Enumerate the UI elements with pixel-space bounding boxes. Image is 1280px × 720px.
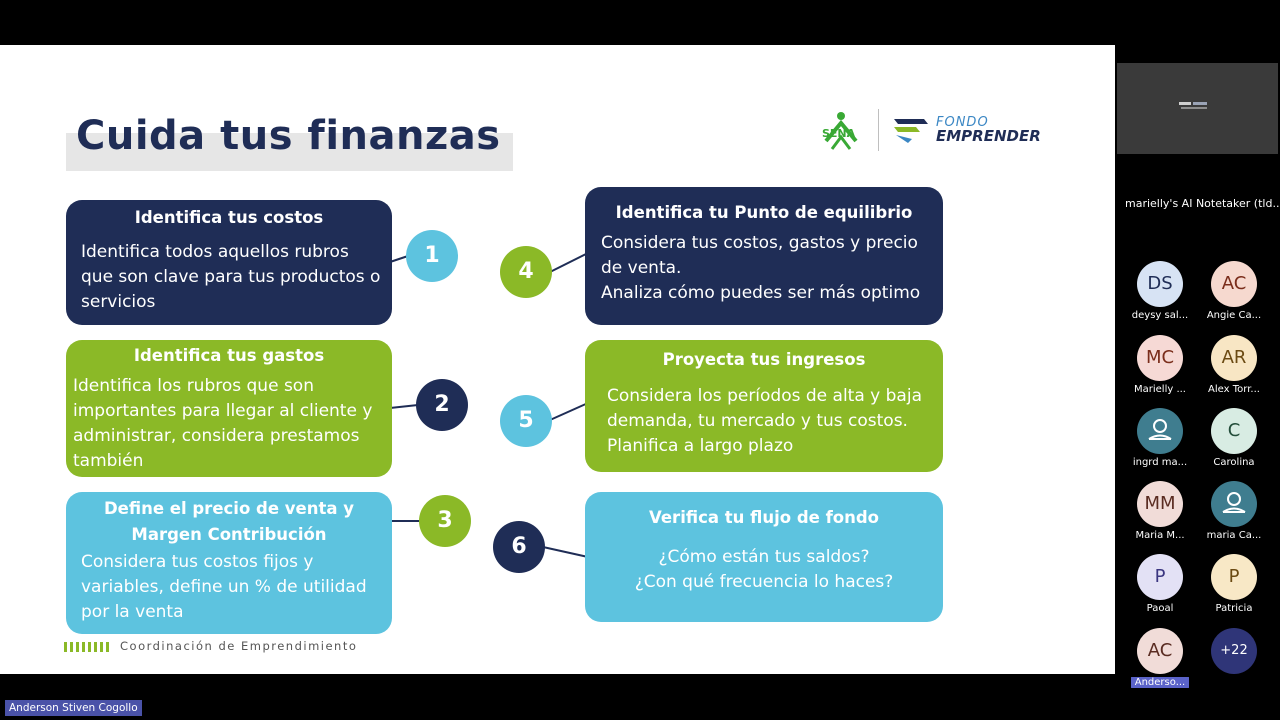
participant-tile[interactable]: P Patricia <box>1204 554 1264 614</box>
avatar: AR <box>1211 335 1257 381</box>
participant-tile[interactable]: AR Alex Torr... <box>1204 335 1264 395</box>
active-speaker-label: Anderson Stiven Cogollo <box>5 700 142 716</box>
card-body: Considera tus costos fijos y variables, … <box>81 552 367 622</box>
notetaker-tile-label: marielly's AI Notetaker (tld... <box>1125 197 1280 210</box>
participant-name: maria Ca... <box>1206 530 1262 541</box>
logo-divider <box>878 109 879 151</box>
participant-name: Carolina <box>1213 457 1255 468</box>
sena-logo-icon <box>824 112 858 150</box>
avatar: AC <box>1211 261 1257 307</box>
participant-tile[interactable]: DS deysy sal... <box>1130 261 1190 321</box>
avatar: P <box>1211 554 1257 600</box>
step-badge-3: 3 <box>419 495 471 547</box>
step-badge-6: 6 <box>493 521 545 573</box>
avatar: P <box>1137 554 1183 600</box>
step-badge-2: 2 <box>416 379 468 431</box>
card-punto-equilibrio: Identifica tu Punto de equilibrio Consid… <box>585 187 943 325</box>
participant-name: Maria M... <box>1135 530 1185 541</box>
participant-name: Marielly ... <box>1134 384 1186 395</box>
step-badge-4: 4 <box>500 246 552 298</box>
card-body: Identifica todos aquellos rubros que son… <box>81 242 381 312</box>
avatar: DS <box>1137 261 1183 307</box>
card-costos: Identifica tus costos Identifica todos a… <box>66 200 392 325</box>
card-title: Identifica tus gastos <box>133 346 325 365</box>
slide-title: Cuida tus finanzas <box>76 113 501 159</box>
participant-tile[interactable]: P Paoal <box>1130 554 1190 614</box>
card-title: Proyecta tus ingresos <box>662 350 866 369</box>
participant-name: deysy sal... <box>1131 310 1189 321</box>
step-badge-1: 1 <box>406 230 458 282</box>
step-badge-5: 5 <box>500 395 552 447</box>
card-body: ¿Cómo están tus saldos? ¿Con qué frecuen… <box>634 547 894 592</box>
emprender-logo-text: EMPRENDER <box>936 127 1041 145</box>
logos: SENA FONDO EMPRENDER <box>818 107 1058 153</box>
participant-name: Patricia <box>1215 603 1253 614</box>
avatar <box>1137 408 1183 454</box>
card-body: Identifica los rubros que son importante… <box>73 376 373 471</box>
card-gastos: Identifica tus gastos Identifica los rub… <box>66 340 392 477</box>
participant-panel: marielly's AI Notetaker (tld... DS deysy… <box>1115 0 1280 720</box>
sena-logo-text: SENA <box>822 127 856 140</box>
participant-name: Anderso... <box>1130 677 1190 688</box>
participant-tile[interactable]: C Carolina <box>1204 408 1264 468</box>
fondo-emprender-logo-icon <box>894 119 928 143</box>
footer-bars-icon <box>64 642 109 652</box>
connector-lines <box>389 252 589 558</box>
screen-share-thumbnail[interactable] <box>1117 63 1278 154</box>
card-flujo-fondo: Verifica tu flujo de fondo ¿Cómo están t… <box>585 492 943 622</box>
fondo-logo-text: FONDO <box>936 115 989 130</box>
avatar: AC <box>1137 628 1183 674</box>
slide-footer: Coordinación de Emprendimiento <box>120 639 358 653</box>
avatar <box>1211 481 1257 527</box>
participant-tile[interactable]: maria Ca... <box>1204 481 1264 541</box>
card-title: Identifica tus costos <box>134 208 324 227</box>
person-icon <box>1222 492 1246 513</box>
participant-tile[interactable]: MM Maria M... <box>1130 481 1190 541</box>
avatar: MM <box>1137 481 1183 527</box>
participant-name: ingrd ma... <box>1132 457 1188 468</box>
more-participants-button[interactable]: +22 <box>1204 628 1264 674</box>
participant-tile[interactable]: ingrd ma... <box>1130 408 1190 468</box>
card-precio: Define el precio de venta y Margen Contr… <box>66 492 392 634</box>
participant-name: Alex Torr... <box>1208 384 1260 395</box>
title-highlight <box>66 133 513 171</box>
avatar: MC <box>1137 335 1183 381</box>
card-body: Considera los períodos de alta y baja de… <box>607 386 922 456</box>
person-icon <box>1148 419 1172 440</box>
participant-name: Paoal <box>1146 603 1174 614</box>
card-ingresos: Proyecta tus ingresos Considera los perí… <box>585 340 943 472</box>
screen-share-preview-icon <box>1179 102 1207 109</box>
card-title: Verifica tu flujo de fondo <box>649 508 879 527</box>
shared-slide: Cuida tus finanzas SENA FONDO EMPRENDER … <box>0 45 1115 674</box>
participant-tile[interactable]: AC Angie Ca... <box>1204 261 1264 321</box>
participant-tile[interactable]: MC Marielly ... <box>1130 335 1190 395</box>
card-title: Identifica tu Punto de equilibrio <box>615 203 913 222</box>
card-body: Considera tus costos, gastos y precio de… <box>601 233 921 303</box>
avatar: C <box>1211 408 1257 454</box>
more-participants-count: +22 <box>1211 628 1257 674</box>
participant-name: Angie Ca... <box>1206 310 1262 321</box>
card-title: Define el precio de venta y Margen Contr… <box>103 499 354 544</box>
participant-tile-active[interactable]: AC Anderso... <box>1130 628 1190 688</box>
